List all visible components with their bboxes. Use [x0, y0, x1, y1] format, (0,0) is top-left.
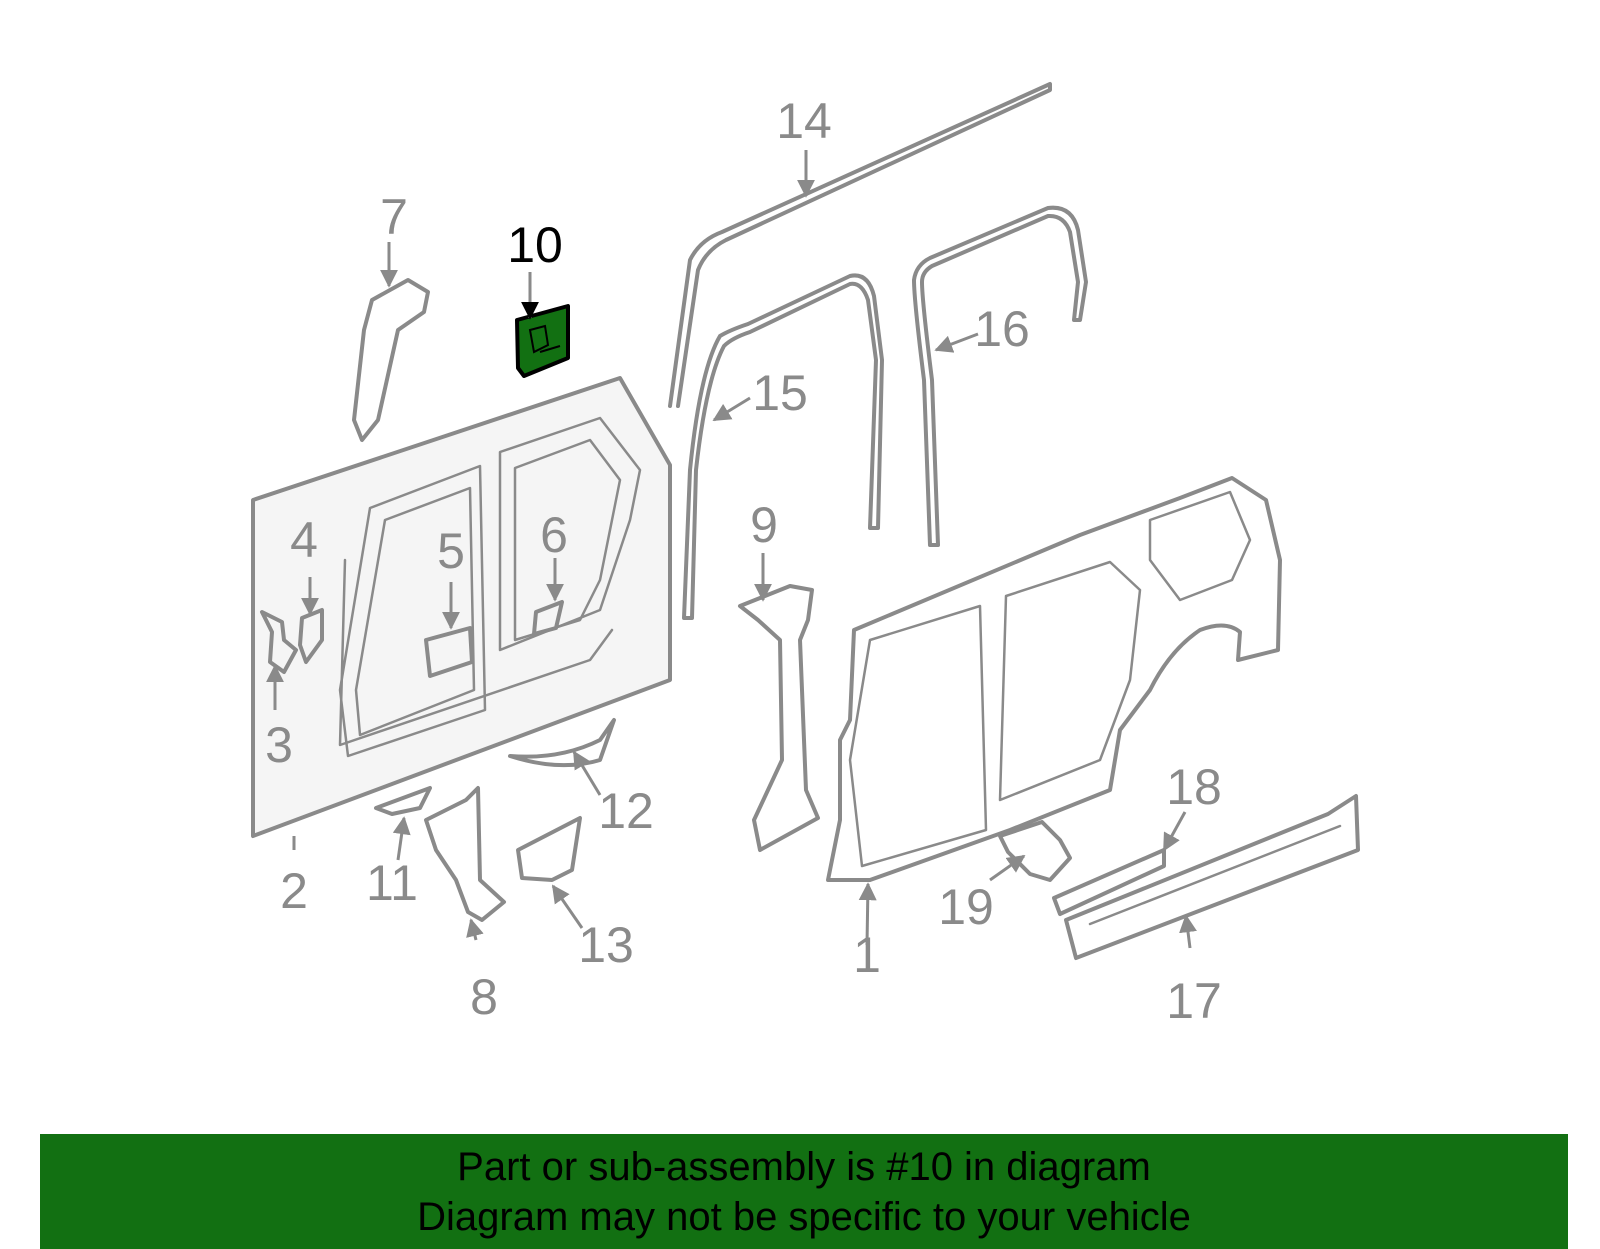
callout-3: 3 — [265, 717, 293, 773]
callout-10-highlighted: 10 — [507, 217, 563, 273]
callout-7: 7 — [380, 189, 408, 245]
part-7 — [352, 278, 430, 442]
part-12 — [508, 718, 616, 768]
callout-19: 19 — [938, 879, 994, 935]
part-10-highlighted — [515, 304, 570, 378]
part-15-weatherstrip — [682, 273, 884, 620]
callout-4: 4 — [290, 512, 318, 568]
part-18-rail — [1052, 848, 1166, 916]
callout-18: 18 — [1166, 759, 1222, 815]
part-17-rocker — [1064, 794, 1360, 960]
part-8 — [424, 786, 506, 922]
banner-line-2: Diagram may not be specific to your vehi… — [417, 1195, 1191, 1239]
callout-9: 9 — [750, 497, 778, 553]
callouts: 1 2 3 4 5 6 7 8 9 10 11 12 13 14 15 16 1… — [265, 93, 1222, 1029]
leader-lines — [266, 150, 1197, 949]
part-1-outer-body — [826, 476, 1282, 882]
callout-16: 16 — [974, 301, 1030, 357]
callout-5: 5 — [437, 523, 465, 579]
part-11 — [374, 786, 432, 816]
part-9-pillar — [738, 584, 820, 852]
part-2-inner-panel — [251, 376, 672, 838]
callout-8: 8 — [470, 969, 498, 1025]
callout-15: 15 — [752, 365, 808, 421]
callout-17: 17 — [1166, 973, 1222, 1029]
part-13 — [516, 816, 582, 882]
callout-12: 12 — [598, 783, 654, 839]
callout-14: 14 — [776, 93, 832, 149]
callout-6: 6 — [540, 507, 568, 563]
part-6 — [532, 600, 564, 636]
callout-1: 1 — [853, 927, 881, 983]
part-3 — [260, 610, 298, 674]
part-16-weatherstrip — [912, 205, 1088, 547]
callout-11: 11 — [366, 855, 418, 911]
callout-2: 2 — [280, 863, 308, 919]
info-banner: Part or sub-assembly is #10 in diagram D… — [40, 1134, 1568, 1249]
part-14-molding — [668, 82, 1052, 408]
part-19 — [998, 820, 1072, 882]
callout-13: 13 — [578, 917, 634, 973]
banner-line-1: Part or sub-assembly is #10 in diagram — [457, 1145, 1151, 1189]
part-5 — [424, 626, 474, 678]
